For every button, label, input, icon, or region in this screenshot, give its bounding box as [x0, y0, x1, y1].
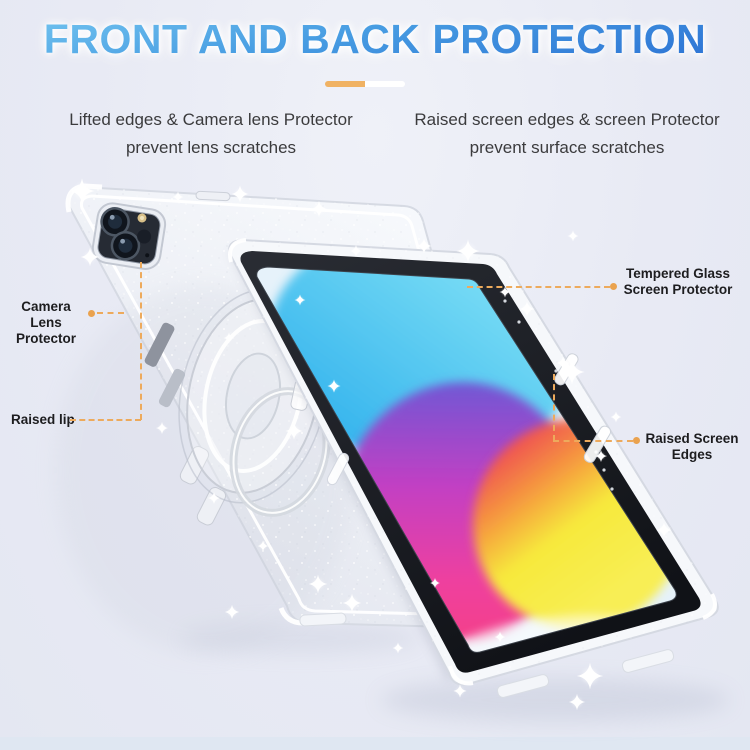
callout-camera-line2: Lens Protector [15, 315, 76, 346]
callout-label-camera-lens-protector: Camera Lens Protector [2, 299, 90, 347]
feature-right-line2: prevent surface scratches [469, 138, 665, 157]
callout-label-raised-screen-edges: Raised Screen Edges [644, 431, 740, 463]
callout-line-raised-lip-vertical [140, 262, 142, 420]
callout-label-tempered-glass: Tempered Glass Screen Protector [622, 266, 734, 298]
callout-line-tempered-glass [467, 286, 610, 288]
front-tablet [228, 238, 719, 698]
corner-bumper-front-bottom-right [702, 593, 717, 620]
callout-dot-raised-screen [633, 437, 640, 444]
page-title: FRONT AND BACK PROTECTION FRONT AND BACK… [0, 16, 750, 68]
screen-edge-line [256, 266, 677, 653]
bottom-band [0, 737, 750, 750]
callout-line-raised-screen-vertical [553, 374, 555, 441]
callout-camera-line1: Camera [21, 299, 71, 314]
callout-tempered-line2: Screen Protector [623, 282, 733, 297]
volume-button [144, 322, 175, 367]
callout-line-camera [97, 312, 124, 314]
feature-text-left: Lifted edges & Camera lens Protector pre… [44, 106, 378, 162]
corner-bumper-front-top-left [228, 238, 247, 263]
divider-white-segment [365, 81, 405, 87]
callout-raised-lip-text: Raised lip [11, 412, 75, 427]
feature-right-line1: Raised screen edges & screen Protector [414, 110, 720, 129]
ground-shadow-front [380, 678, 730, 722]
feature-left-line1: Lifted edges & Camera lens Protector [69, 110, 353, 129]
callout-line-raised-screen-horizontal [553, 440, 633, 442]
lens-highlight [109, 214, 115, 220]
callout-label-raised-lip: Raised lip [11, 412, 81, 428]
feature-left-line2: prevent lens scratches [125, 138, 297, 157]
bottom-tab-front-right [621, 649, 675, 673]
page-title-text: FRONT AND BACK PROTECTION [0, 16, 750, 63]
bottom-tab-front-left [496, 674, 550, 698]
mic-hole [145, 253, 150, 258]
callout-dot-tempered-glass [610, 283, 617, 290]
callout-tempered-line1: Tempered Glass [625, 266, 731, 281]
callout-raised-screen-line1: Raised Screen [645, 431, 739, 446]
callout-line-raised-lip-horizontal [70, 419, 141, 421]
feature-text-right: Raised screen edges & screen Protector p… [400, 106, 734, 162]
page-title-glow: FRONT AND BACK PROTECTION [0, 16, 750, 63]
corner-bumper-front-bottom-left [448, 665, 474, 686]
camera-module [91, 202, 167, 270]
sparkle-icon [611, 412, 622, 423]
bottom-tab-back [299, 612, 347, 627]
callout-dot-camera [88, 310, 95, 317]
raised-edge-bump-left [326, 452, 350, 486]
title-divider [325, 81, 405, 87]
ring-hub [225, 352, 281, 440]
flash-inner [139, 215, 144, 220]
lidar-sensor [137, 229, 152, 244]
divider-orange-segment [325, 81, 365, 87]
callout-raised-screen-line2: Edges [671, 447, 713, 462]
side-button [158, 368, 186, 408]
lens-highlight [120, 238, 126, 244]
sparkle-icon [568, 231, 579, 242]
power-button [195, 190, 231, 202]
